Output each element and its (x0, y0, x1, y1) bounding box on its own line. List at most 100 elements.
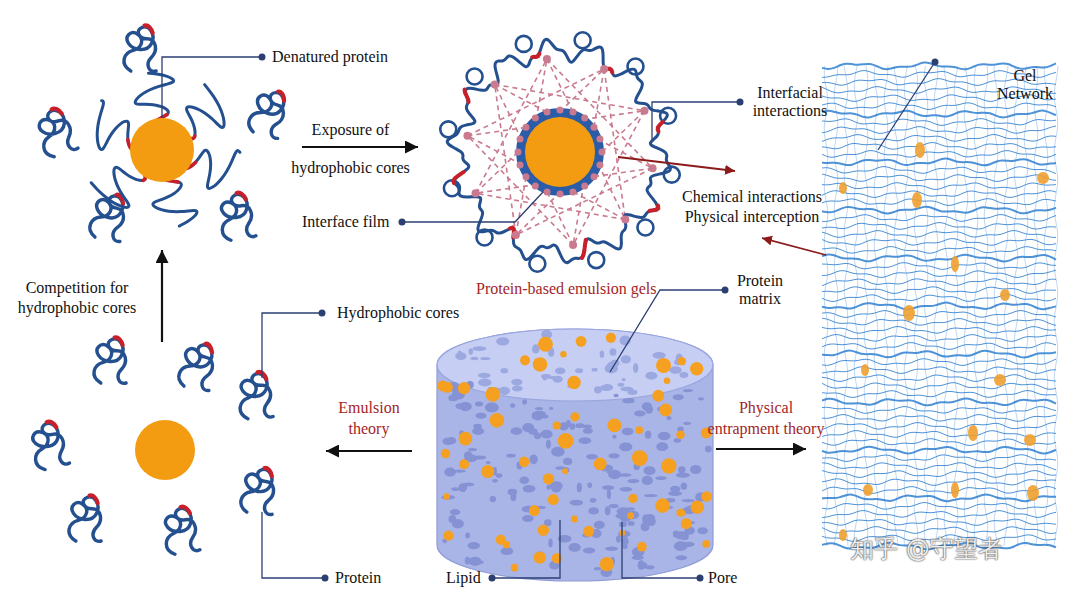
interface-film-illustration (557, 107, 564, 114)
emulsion-gel-cylinder (602, 384, 613, 390)
emulsion-gel-cylinder (594, 521, 605, 529)
denatured-protein-illustration (187, 85, 225, 139)
emulsion-gel-cylinder (534, 551, 546, 563)
interface-film-illustration (627, 59, 643, 75)
denatured-protein-illustration (32, 25, 289, 241)
emulsion-gel-cylinder (562, 468, 568, 474)
arrow-label: Exposure of hydrophobic cores (288, 111, 413, 187)
emulsion-gel-cylinder (451, 487, 459, 491)
emulsion-gel-cylinder (485, 387, 500, 402)
emulsion-gel-cylinder (553, 376, 563, 383)
emulsion-gel-cylinder (705, 446, 712, 453)
emulsion-gel-cylinder (679, 467, 685, 473)
interface-film-illustration (590, 124, 597, 131)
emulsion-gel-cylinder (587, 482, 592, 488)
interface-film-illustration (544, 109, 551, 116)
emulsion-gel-cylinder (501, 368, 509, 373)
callout-label: Protein (335, 568, 381, 588)
gel-network-illustration (822, 174, 1056, 181)
emulsion-gel-cylinder (600, 351, 604, 358)
gel-network-illustration (822, 503, 1056, 510)
emulsion-gel-cylinder (606, 333, 616, 343)
emulsion-gel-cylinder (675, 531, 688, 539)
interface-film-illustration (495, 84, 645, 110)
emulsion-gel-cylinder (489, 413, 504, 428)
emulsion-illustration (204, 344, 213, 353)
gel-network-illustration (1000, 289, 1010, 301)
emulsion-gel-cylinder (666, 416, 671, 420)
arrow-label: Emulsion theory (329, 397, 409, 439)
gel-network-illustration (822, 367, 1056, 374)
emulsion-gel-cylinder (632, 450, 648, 466)
interface-film-illustration (495, 84, 516, 235)
interface-film-illustration (515, 149, 522, 156)
emulsion-gel-cylinder (543, 473, 554, 484)
emulsion-gel-cylinder (575, 423, 584, 428)
leader-line (262, 313, 322, 378)
emulsion-gel-cylinder (485, 403, 499, 413)
emulsion-gel-cylinder (609, 504, 619, 508)
emulsion-gel-cylinder (535, 407, 543, 410)
emulsion-gel-cylinder (678, 357, 686, 365)
interaction-arrow (618, 157, 826, 255)
emulsion-gel-cylinder (511, 564, 519, 572)
gel-network-illustration (1024, 66, 1028, 546)
interaction-note: Chemical interactions Physical intercept… (670, 187, 834, 227)
gel-network-illustration (822, 239, 1056, 246)
gel-network-illustration (822, 119, 1056, 126)
emulsion-gel-cylinder (683, 542, 694, 547)
gel-network-illustration (822, 487, 1056, 494)
emulsion-gel-cylinder (455, 403, 465, 409)
callout-label: Denatured protein (272, 47, 388, 67)
gel-network-illustration (822, 231, 1056, 238)
emulsion-gel-cylinder (656, 358, 671, 373)
emulsion-illustration (160, 505, 200, 556)
emulsion-gel-cylinder (499, 387, 510, 395)
interface-film-illustration (517, 136, 524, 143)
gel-network-illustration (822, 495, 1056, 502)
leader-line (162, 57, 262, 118)
leader-line (622, 522, 700, 578)
gel-network-illustration (822, 207, 1056, 214)
emulsion-gel-cylinder (579, 437, 592, 444)
interface-film-illustration (472, 189, 480, 197)
interface-film-illustration (575, 32, 591, 48)
emulsion-gel-cylinder (563, 458, 572, 465)
emulsion-gel-cylinder (501, 547, 514, 555)
interface-film-illustration (465, 89, 469, 102)
emulsion-gel-cylinder (620, 387, 633, 392)
gel-network-illustration (822, 247, 1056, 254)
denatured-protein-illustration (246, 86, 289, 139)
callout-label: Interface film (302, 212, 390, 232)
emulsion-gel-cylinder (594, 386, 602, 393)
emulsion-gel-cylinder (618, 383, 625, 387)
interface-film-illustration (453, 172, 463, 183)
emulsion-gel-cylinder (541, 430, 553, 439)
emulsion-gel-cylinder (634, 410, 645, 416)
interface-film-illustration (517, 161, 524, 168)
emulsion-illustration (177, 341, 216, 390)
emulsion-gel-cylinder (448, 515, 456, 523)
emulsion-gel-cylinder (548, 494, 559, 505)
gel-network-illustration (822, 359, 1056, 366)
gel-network-illustration (1027, 485, 1039, 501)
gel-network-illustration (822, 167, 1056, 174)
emulsion-gel-cylinder (549, 407, 553, 410)
panel-heading: Protein-based emulsion gels (476, 279, 656, 299)
emulsion-gel-cylinder (511, 427, 523, 435)
emulsion-gel-cylinder (570, 412, 579, 421)
emulsion-gel-cylinder (470, 357, 478, 360)
callout-label: Protein matrix (730, 272, 790, 308)
emulsion-gel-cylinder (622, 378, 626, 381)
emulsion-gel-cylinder (691, 500, 704, 513)
leader-line (402, 192, 543, 222)
gel-network-illustration (822, 287, 1056, 294)
emulsion-gel-cylinder (607, 489, 611, 499)
emulsion-gel-cylinder (519, 477, 529, 484)
gel-network-illustration (822, 215, 1056, 222)
emulsion-illustration (177, 340, 217, 391)
gel-network-illustration (912, 192, 922, 208)
gel-network-illustration (903, 305, 915, 321)
gel-network-illustration (822, 311, 1056, 318)
interface-film-illustration (523, 124, 530, 131)
